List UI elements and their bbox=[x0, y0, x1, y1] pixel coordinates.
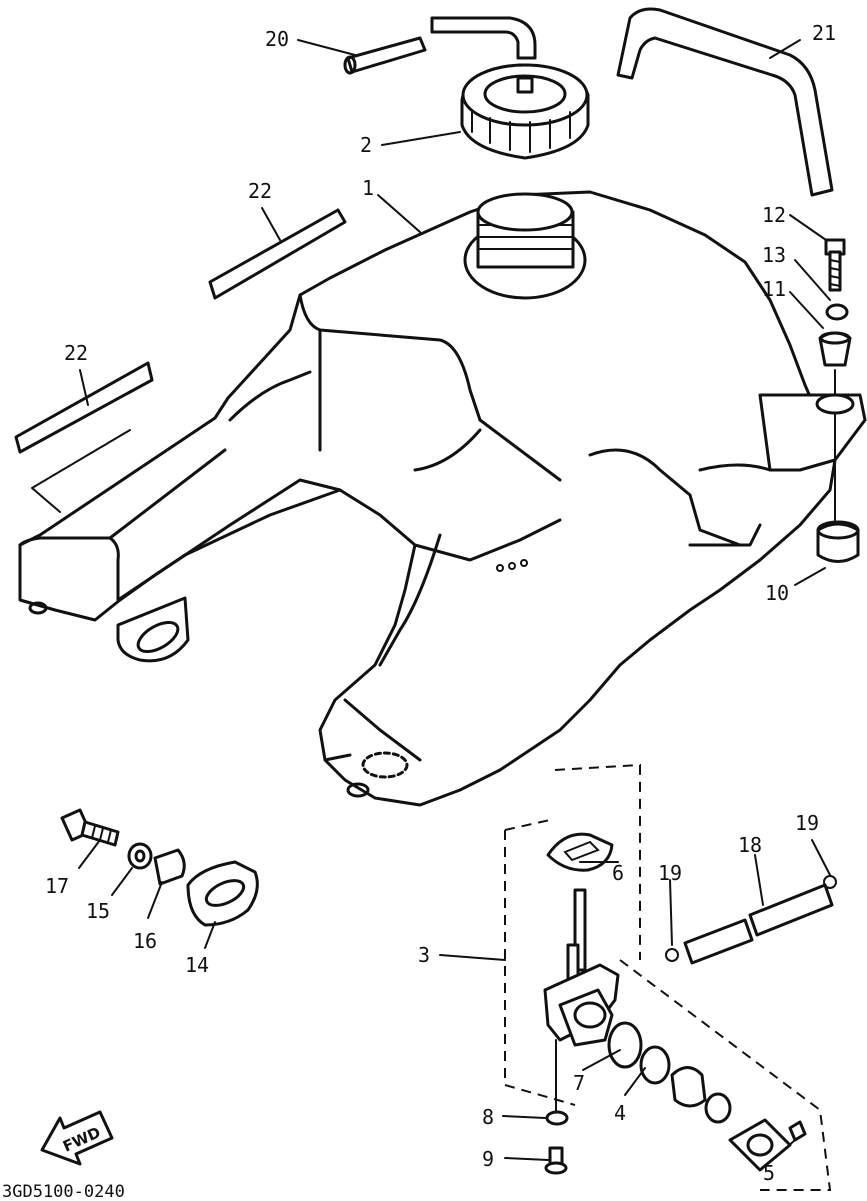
label-part-8: 8 bbox=[482, 1105, 494, 1129]
label-part-19-left: 19 bbox=[658, 861, 682, 885]
drawing-code: 3GD5100-0240 bbox=[2, 1182, 125, 1201]
label-part-18: 18 bbox=[738, 833, 762, 857]
leader-lines bbox=[78, 39, 831, 1161]
mount-hardware-left bbox=[60, 808, 259, 927]
label-part-22-upper: 22 bbox=[248, 179, 272, 203]
label-part-13: 13 bbox=[762, 243, 786, 267]
label-part-1: 1 bbox=[362, 176, 374, 200]
label-part-2: 2 bbox=[360, 133, 372, 157]
label-part-9: 9 bbox=[482, 1147, 494, 1171]
label-part-17: 17 bbox=[45, 874, 69, 898]
label-part-22-lower: 22 bbox=[64, 341, 88, 365]
label-part-19-right: 19 bbox=[795, 811, 819, 835]
label-part-11: 11 bbox=[762, 277, 786, 301]
label-part-7: 7 bbox=[573, 1071, 585, 1095]
tank-band bbox=[616, 7, 834, 197]
label-part-15: 15 bbox=[86, 899, 110, 923]
fuel-tank bbox=[18, 190, 867, 807]
fuel-cap bbox=[460, 63, 590, 160]
label-part-4: 4 bbox=[614, 1101, 626, 1125]
label-part-16: 16 bbox=[133, 929, 157, 953]
label-part-5: 5 bbox=[763, 1161, 775, 1185]
label-part-6: 6 bbox=[612, 861, 624, 885]
label-part-12: 12 bbox=[762, 203, 786, 227]
breather-hose bbox=[343, 16, 537, 75]
label-part-20: 20 bbox=[265, 27, 289, 51]
label-part-10: 10 bbox=[765, 581, 789, 605]
label-part-14: 14 bbox=[185, 953, 209, 977]
part-labels: 20 2 1 22 22 21 12 13 11 10 17 15 16 14 … bbox=[45, 21, 836, 1185]
mount-hardware-right bbox=[816, 238, 860, 563]
fuel-cock-assembly bbox=[504, 763, 837, 1191]
label-part-3: 3 bbox=[418, 943, 430, 967]
damper-strip bbox=[14, 208, 347, 513]
label-part-21: 21 bbox=[812, 21, 836, 45]
forward-arrow: FWD bbox=[40, 1110, 114, 1166]
